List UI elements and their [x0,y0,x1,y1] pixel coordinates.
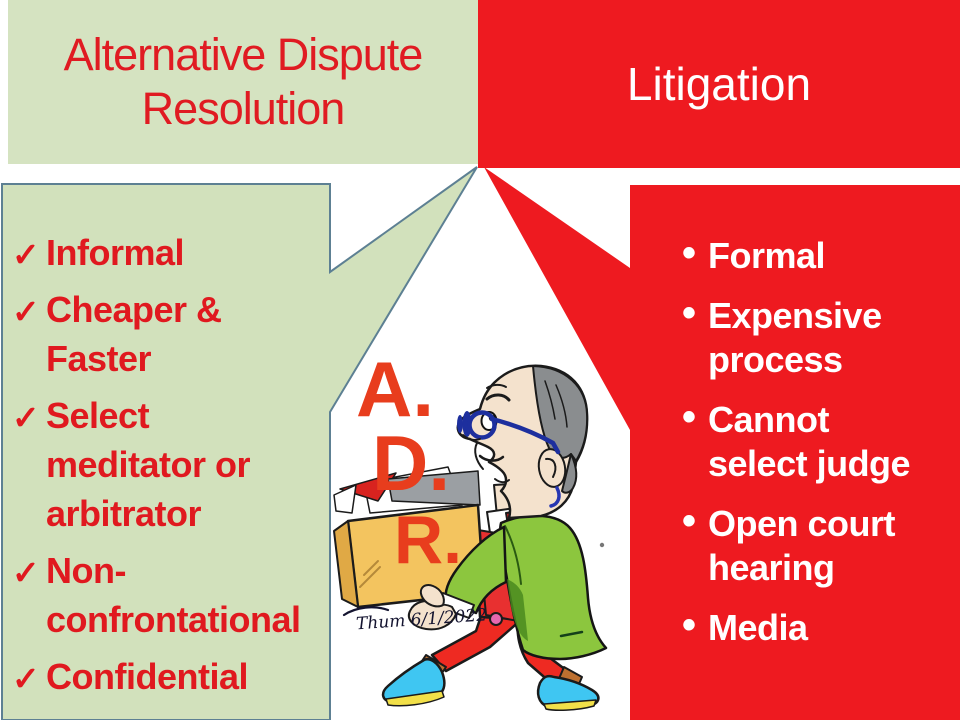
box-flap [333,520,359,608]
adr-item-text: Select meditator or arbitrator [46,395,251,534]
adr-benefits-list: ✓Informal ✓Cheaper & Faster ✓Select medi… [10,228,322,709]
list-item: • Open court hearing [668,499,948,590]
shoes [381,658,600,711]
list-item: ✓Informal [10,228,322,277]
checkmark-icon: ✓ [12,293,40,330]
signature-text: Thum 6/1/2022 [355,605,487,634]
lit-item-text: Media [708,607,808,648]
lit-item-text: Formal [708,235,826,276]
hand [407,600,457,631]
adr-item-text: Confidential [46,656,248,697]
glasses [457,410,561,455]
adr-item-text: Non- confrontational [46,550,301,640]
vest-button [489,612,503,626]
adr-title: Alternative Dispute Resolution [63,29,424,134]
adr-item-text: Cheaper & Faster [46,289,222,379]
smile [478,454,505,462]
list-item: • Expensive process [668,291,948,382]
adr-letter-r: R. [394,502,462,578]
adr-letter-a: A. [356,345,434,433]
litigation-panel-shape [484,167,960,720]
bullet-icon: • [682,231,696,275]
list-item: ✓Cheaper & Faster [10,285,322,383]
checkmark-icon: ✓ [12,236,40,273]
stray-dot [599,542,605,548]
checkmark-icon: ✓ [12,399,40,436]
list-item: ✓Confidential [10,652,322,701]
jacket [498,514,608,661]
lit-item-text: Cannot select judge [708,399,911,484]
bullet-icon: • [682,291,696,335]
thumb [419,584,445,608]
litigation-drawbacks-list: • Formal • Expensive process • Cannot selec… [668,231,948,666]
list-item: ✓Non- confrontational [10,546,322,644]
lit-item-text: Expensive process [708,295,882,380]
paper-red [339,472,397,502]
list-item: • Media [668,603,948,650]
checkmark-icon: ✓ [12,660,40,697]
bullet-icon: • [682,395,696,439]
litigation-title: Litigation [626,58,812,110]
cartoon-man-illustration: Thum 6/1/2022 [333,364,608,711]
head [456,364,589,520]
arm-and-hand [407,525,508,631]
list-item: • Cannot select judge [668,395,948,486]
lit-item-text: Open court hearing [708,503,896,588]
list-item: ✓Select meditator or arbitrator [10,391,322,538]
list-item: • Formal [668,231,948,278]
litigation-banner-shape [478,0,960,168]
eyebrow [485,393,511,402]
adr-item-text: Informal [46,232,185,273]
paper-gray [387,470,481,506]
signature: Thum 6/1/2022 [342,605,488,634]
adr-banner-shape [8,0,478,164]
bullet-icon: • [682,499,696,543]
adr-panel-shape [1,166,478,720]
earring-icon [549,486,561,508]
bullet-icon: • [682,603,696,647]
checkmark-icon: ✓ [12,554,40,591]
adr-letter-d: D. [372,419,450,507]
paper-white-small [333,484,357,514]
